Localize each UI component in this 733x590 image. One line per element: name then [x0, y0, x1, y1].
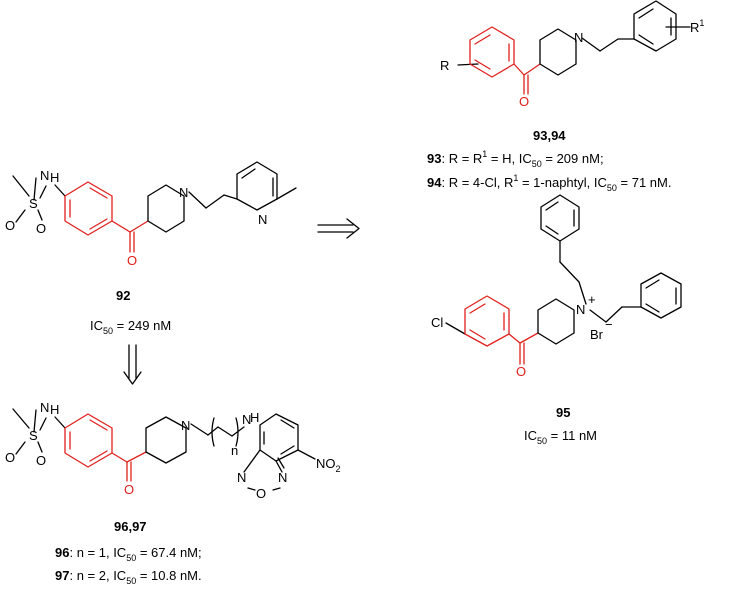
- ic50-92: IC50 = 249 nM: [90, 318, 171, 336]
- atom-N: N: [237, 470, 246, 485]
- atom-S: S: [29, 196, 38, 211]
- atom-O: O: [5, 450, 15, 465]
- ic50-97: 97: n = 2, IC50 = 10.8 nM.: [55, 568, 202, 586]
- atom-H: H: [50, 170, 59, 185]
- atom-N: N: [278, 470, 287, 485]
- atom-H: H: [250, 410, 259, 425]
- atom-N: N: [242, 412, 251, 427]
- atom-O: O: [256, 486, 266, 501]
- atom-N: N: [258, 212, 267, 227]
- retro-arrow-down: [123, 344, 142, 385]
- atom-H: H: [50, 402, 59, 417]
- ic50-95: IC50 = 11 nM: [524, 428, 597, 446]
- compound-label-93-94: 93,94: [533, 128, 566, 143]
- atom-S: S: [29, 428, 38, 443]
- ic50-96: 96: n = 1, IC50 = 67.4 nM;: [55, 545, 202, 563]
- atom-O: O: [36, 221, 46, 236]
- atom-O: O: [516, 364, 526, 379]
- atom-R: R: [440, 58, 449, 73]
- compound-92-structure: [12, 161, 297, 253]
- atom-O: O: [36, 453, 46, 468]
- atom-O: O: [127, 253, 137, 268]
- retro-arrow-right: [317, 218, 360, 239]
- atom-N: N: [574, 30, 583, 45]
- nitro-group: NO2: [316, 456, 341, 474]
- compound-label-95: 95: [556, 405, 570, 420]
- atom-N: N: [576, 302, 585, 317]
- ic50-93: 93: R = R1 = H, IC50 = 209 nM;: [427, 149, 604, 169]
- repeat-n: n: [231, 443, 238, 458]
- atom-R1: R1: [690, 18, 704, 35]
- counterion-Br: Br: [590, 327, 604, 342]
- compound-label-96-97: 96,97: [114, 519, 147, 534]
- atom-O: O: [5, 218, 15, 233]
- atom-N: N: [181, 418, 190, 433]
- compound-96-97-structure: [12, 408, 316, 482]
- ic50-94: 94: R = 4-Cl, R1 = 1-naphtyl, IC50 = 71 …: [427, 173, 671, 193]
- compound-95-structure: [445, 194, 682, 365]
- compound-93-94-structure: [457, 0, 691, 95]
- atom-O: O: [124, 482, 134, 497]
- atom-N: N: [40, 168, 49, 183]
- atom-Cl: Cl: [431, 315, 443, 330]
- charge-plus: +: [588, 292, 596, 307]
- atom-N: N: [40, 400, 49, 415]
- compound-label-92: 92: [116, 288, 130, 303]
- atom-O: O: [519, 94, 529, 109]
- atom-N: N: [179, 185, 188, 200]
- charge-minus: −: [605, 317, 613, 332]
